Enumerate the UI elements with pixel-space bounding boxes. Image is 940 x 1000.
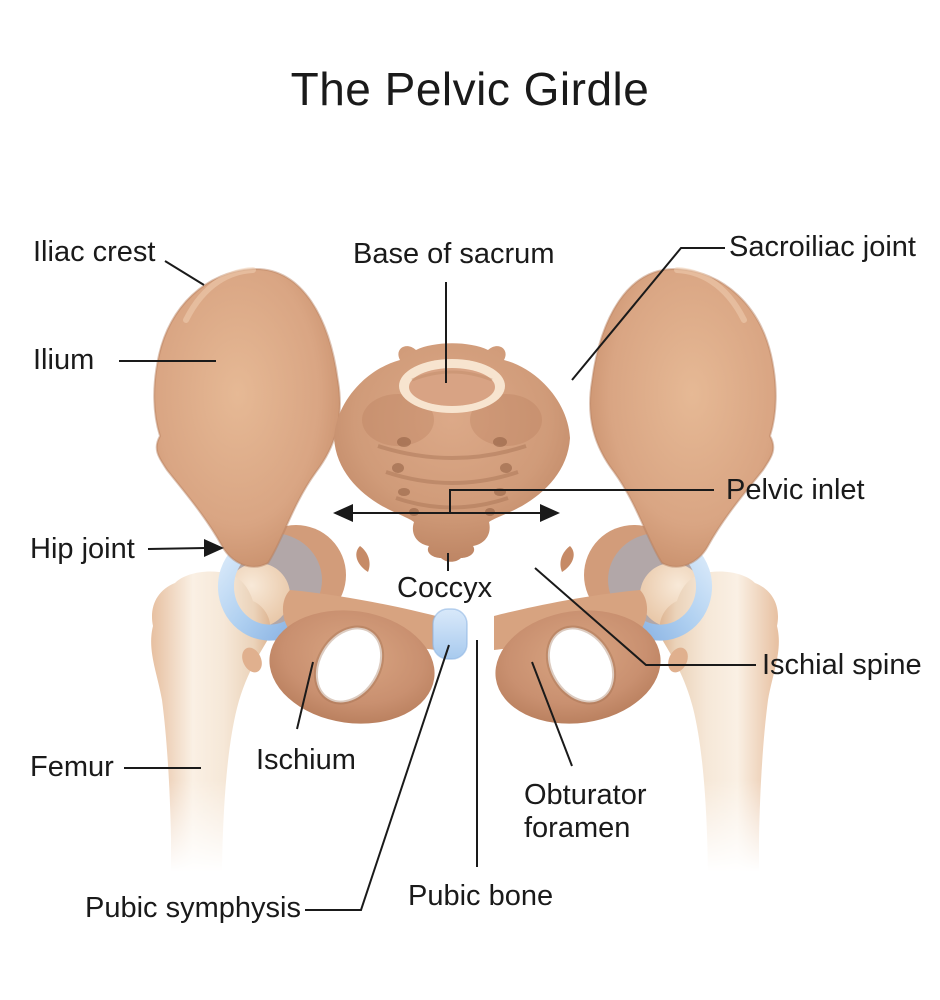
label-ischial-spine: Ischial spine — [762, 649, 922, 681]
label-sacroiliac-joint: Sacroiliac joint — [729, 231, 916, 263]
leader-iliac-crest — [164, 260, 205, 286]
hip-joint-arrow-shaft — [147, 547, 207, 550]
label-pelvic-inlet: Pelvic inlet — [726, 474, 865, 506]
leader-lines — [119, 247, 756, 911]
leader-ischial-spine — [534, 567, 756, 666]
leader-pubic-symphysis — [305, 644, 450, 911]
sacral-ala-shade-right — [470, 394, 542, 446]
sacrum-base-surface — [409, 368, 495, 406]
sacral-ridge — [377, 444, 527, 460]
sacrum-shape — [334, 343, 570, 562]
sacral-ridge — [385, 470, 519, 485]
sacral-ridge — [395, 496, 509, 510]
label-ilium: Ilium — [33, 344, 95, 376]
hip-joint-arrowhead — [204, 539, 224, 557]
leader-sacroiliac-joint — [571, 247, 725, 381]
pubic-symphysis-pad — [432, 608, 468, 660]
label-pubic-bone: Pubic bone — [408, 880, 554, 912]
sacrum-group — [334, 343, 570, 562]
sacral-ala-shade-left — [362, 394, 434, 446]
sacral-foramina — [392, 437, 512, 516]
label-ischium: Ischium — [256, 744, 356, 776]
label-obturator-foramen: Obturator foramen — [524, 779, 647, 845]
sacrum-base-shade — [411, 370, 493, 382]
pelvic-inlet-arrowhead-left — [333, 504, 353, 522]
leader-ischium — [296, 661, 314, 730]
leader-pelvic-inlet — [449, 489, 714, 512]
label-iliac-crest: Iliac crest — [33, 236, 156, 268]
label-coccyx: Coccyx — [397, 572, 493, 604]
arrowheads — [204, 504, 560, 557]
label-pubic-symphysis: Pubic symphysis — [85, 892, 301, 924]
leader-obturator-foramen — [531, 661, 573, 767]
pelvic-inlet-arrowhead-right — [540, 504, 560, 522]
diagram-title: The Pelvic Girdle — [290, 63, 650, 115]
label-femur: Femur — [30, 751, 114, 783]
label-base-of-sacrum: Base of sacrum — [353, 238, 555, 270]
label-hip-joint: Hip joint — [30, 533, 135, 565]
